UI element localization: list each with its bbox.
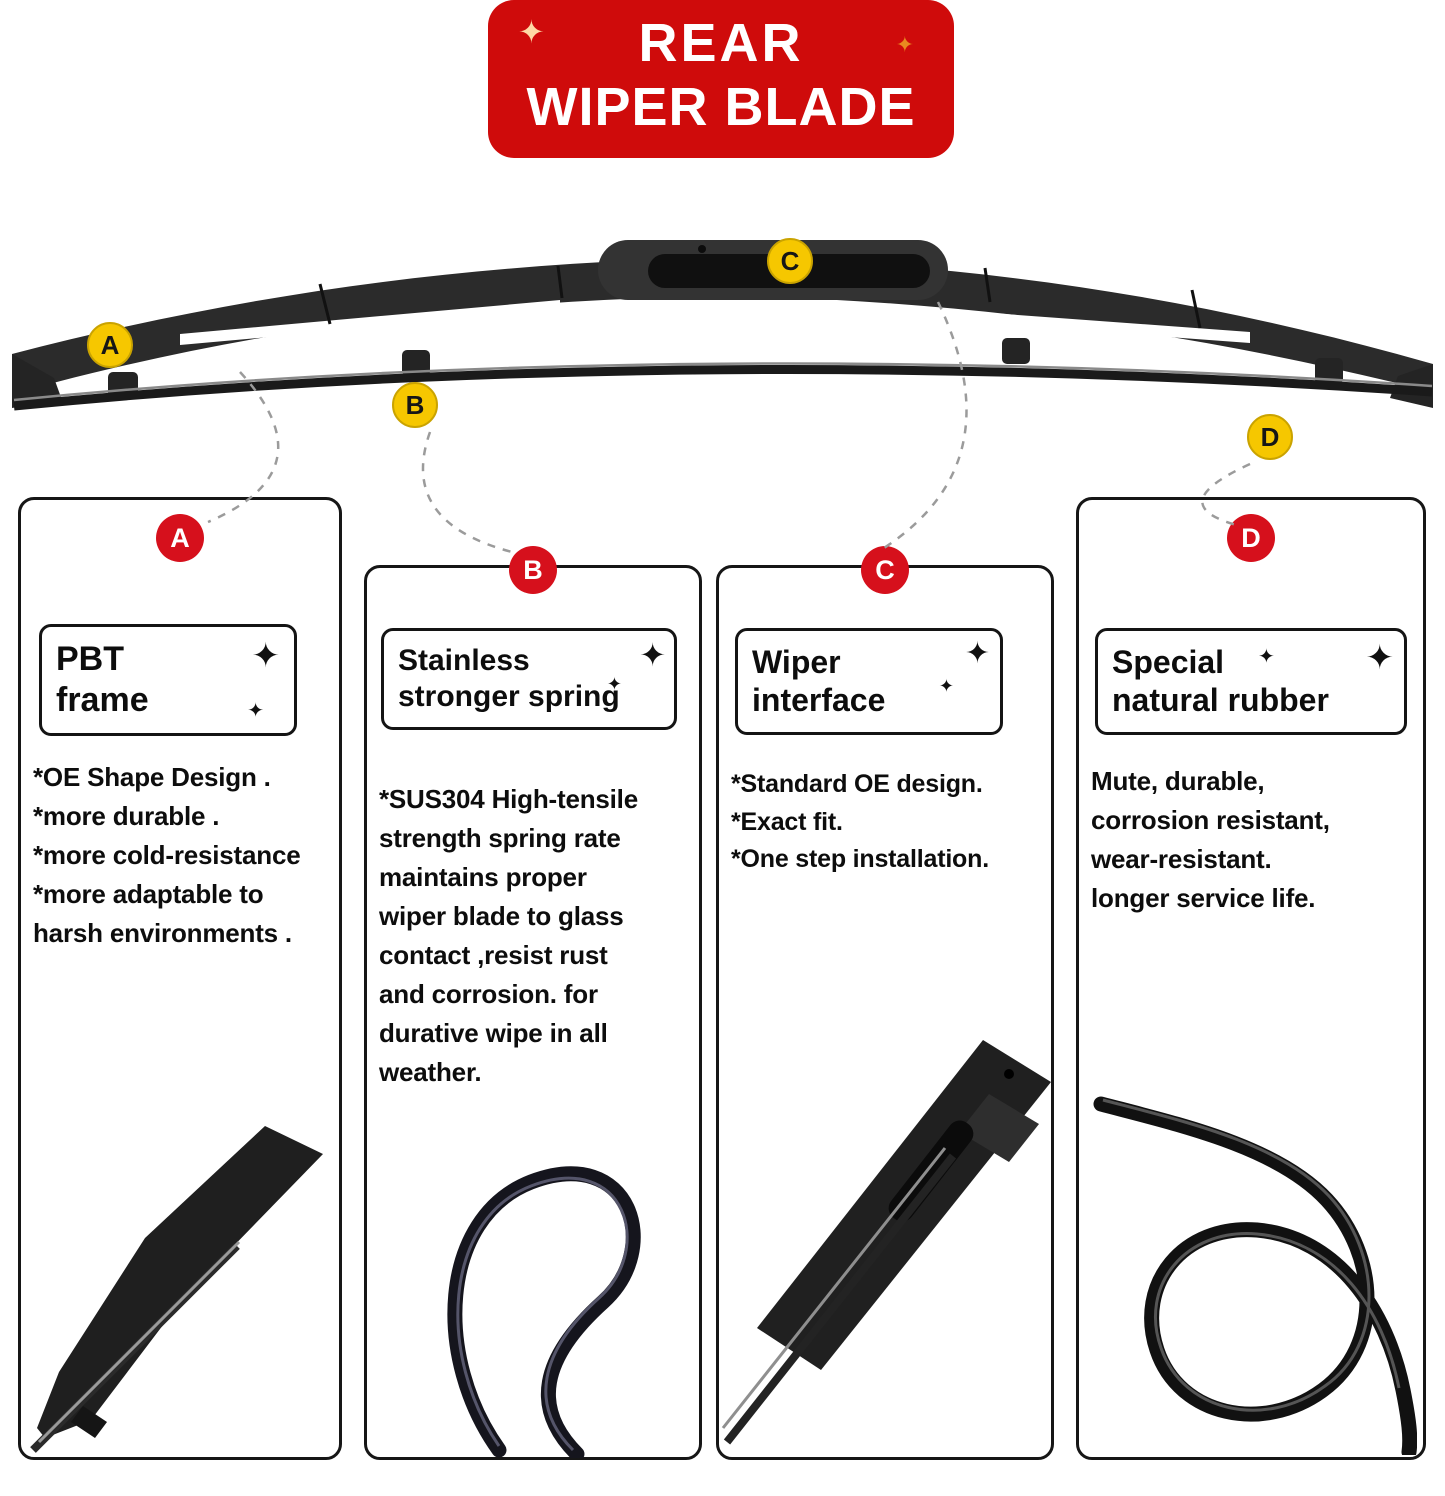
badge-title-line1: REAR xyxy=(638,13,804,73)
frame-slit-right xyxy=(950,310,1250,343)
feature-description-a: *OE Shape Design . *more durable . *more… xyxy=(33,762,301,948)
panel-letter-badge-d: D xyxy=(1227,514,1275,562)
sparkle-icon: ✦ xyxy=(639,637,666,673)
panel-letter-badge-a: A xyxy=(156,514,204,562)
feature-panel-c: C Wiper interface ✦ ✦ *Standard OE desig… xyxy=(716,546,1054,1460)
blade-callout-a: A xyxy=(87,322,133,368)
cover-rivet xyxy=(698,245,706,253)
badge-title-line2: WIPER BLADE xyxy=(526,77,916,137)
feature-title-box-d: Special natural rubber ✦ ✦ xyxy=(1095,628,1407,735)
panel-letter-badge-c: C xyxy=(861,546,909,594)
feature-description-b: *SUS304 High-tensile strength spring rat… xyxy=(379,784,638,1087)
sparkle-icon: ✦ xyxy=(251,637,281,675)
feature-panel-a: A PBT frame ✦ ✦ *OE Shape Design . *more… xyxy=(18,497,342,1460)
feature-title-d: Special natural rubber xyxy=(1112,644,1329,719)
blade-right-tip xyxy=(1390,364,1433,408)
sparkle-icon: ✦ xyxy=(606,674,622,694)
sparkle-icon: ✦ xyxy=(938,676,954,696)
feature-title-b: Stainless stronger spring xyxy=(398,644,620,713)
feature-panel-d: D Special natural rubber ✦ ✦ Mute, durab… xyxy=(1076,497,1426,1460)
sparkle-icon: ✦ xyxy=(518,14,545,50)
feature-panel-b: B Stainless stronger spring ✦ ✦ *SUS304 … xyxy=(364,546,702,1460)
sparkle-icon: ✦ xyxy=(964,637,990,670)
rubber-strip xyxy=(13,365,1433,411)
natural-rubber-strip-photo xyxy=(1093,1096,1417,1455)
blade-body xyxy=(12,258,1433,394)
blade-callout-b: B xyxy=(392,382,438,428)
claw xyxy=(1315,358,1343,384)
sparkle-icon: ✦ xyxy=(247,699,264,722)
blade-callout-c: C xyxy=(767,238,813,284)
feature-title-a: PBT frame xyxy=(56,640,149,719)
frame-slit-left xyxy=(180,300,560,345)
blade-left-tip xyxy=(12,354,62,408)
panel-letter-badge-b: B xyxy=(509,546,557,594)
stainless-spring-loop-photo xyxy=(447,1166,641,1458)
feature-title-box-b: Stainless stronger spring ✦ ✦ xyxy=(381,628,677,730)
feature-title-box-a: PBT frame ✦ ✦ xyxy=(39,624,297,736)
claw xyxy=(402,350,430,376)
rear-wiper-blade-photo xyxy=(12,240,1433,411)
feature-title-c: Wiper interface xyxy=(752,644,886,719)
blade-callout-d: D xyxy=(1247,414,1293,460)
title-badge: ✦ ✦ REAR WIPER BLADE xyxy=(488,0,954,158)
sparkle-icon: ✦ xyxy=(1258,646,1275,668)
wiper-end-tip-photo xyxy=(30,1126,323,1453)
feature-description-d: Mute, durable, corrosion resistant, wear… xyxy=(1091,766,1330,913)
sparkle-icon: ✦ xyxy=(1365,639,1395,677)
claw xyxy=(1002,338,1030,364)
feature-description-c: *Standard OE design. *Exact fit. *One st… xyxy=(731,770,989,873)
wiper-interface-photo xyxy=(721,1040,1051,1445)
feature-title-box-c: Wiper interface ✦ ✦ xyxy=(735,628,1003,735)
sparkle-icon: ✦ xyxy=(895,32,914,57)
